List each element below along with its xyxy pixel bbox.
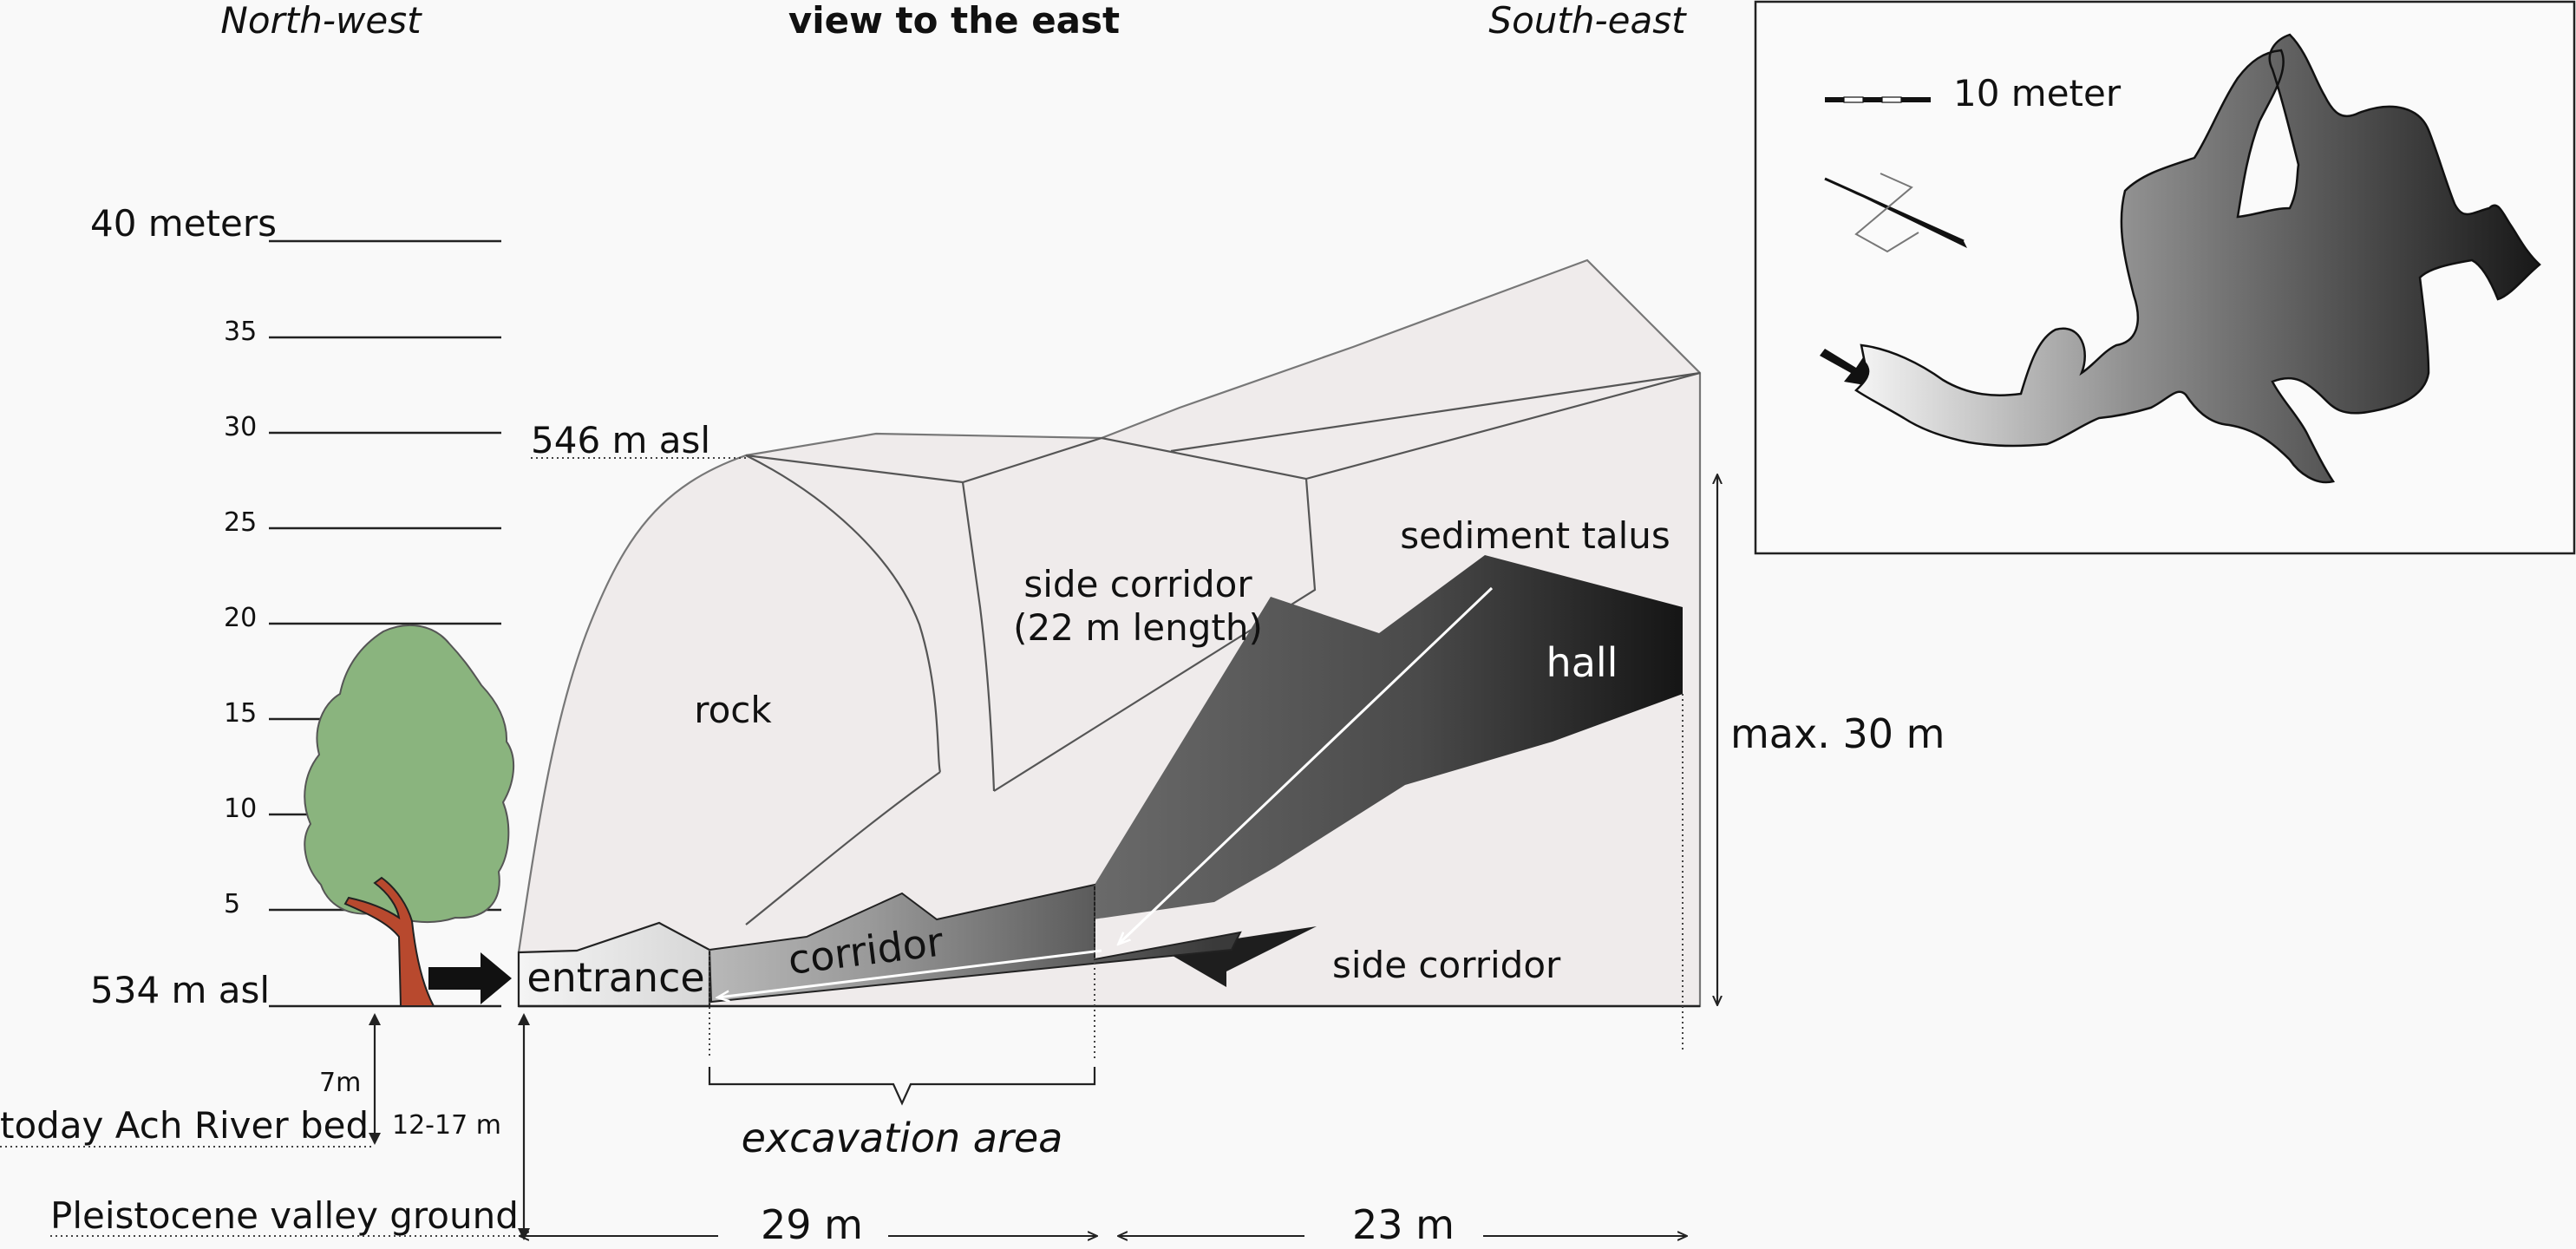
rock-profile — [517, 258, 1702, 1008]
scale-tick-10: 10 — [224, 794, 257, 824]
distance-23-label: 23 m — [1352, 1201, 1455, 1248]
hall-label: hall — [1546, 639, 1618, 686]
lower-side-corridor — [1162, 926, 1317, 987]
below-ground-annotations: 7m 12-17 m today Ach River bed Pleistoce… — [0, 1013, 1686, 1248]
entrance-label: entrance — [526, 954, 704, 1001]
height-scale: 40 meters 35 30 25 20 15 10 5 534 m asl — [90, 202, 501, 1011]
top-elevation-label: 546 m asl — [531, 419, 710, 461]
max-height-label: max. 30 m — [1730, 710, 1945, 757]
scale-tick-35: 35 — [224, 317, 257, 347]
north-arrow-icon — [1824, 173, 1967, 253]
tree-trunk — [343, 876, 435, 1007]
corridor-flow-arrow — [718, 949, 1102, 997]
view-title: view to the east — [788, 0, 1120, 42]
scale-tick-15: 15 — [224, 698, 257, 729]
cave-system — [517, 555, 1683, 1008]
rock-outline — [517, 258, 1702, 1008]
inset-scale-label: 10 meter — [1953, 72, 2122, 114]
scale-tick-30: 30 — [224, 412, 257, 442]
distance-29-label: 29 m — [761, 1201, 863, 1248]
scale-tick-25: 25 — [224, 507, 257, 538]
excavation-bracket — [708, 1067, 1096, 1106]
side-corridor-upper-label-2: (22 m length) — [1013, 606, 1263, 649]
direction-southeast: South-east — [1488, 0, 1687, 42]
side-corridor-lower-label: side corridor — [1332, 944, 1561, 986]
inset-entrance-arrow — [1820, 349, 1875, 387]
sediment-talus-label: sediment talus — [1400, 514, 1670, 557]
river-bed-label: today Ach River bed — [0, 1104, 369, 1147]
inset-scale-bar — [1825, 96, 1931, 103]
talus-flow-arrow — [1119, 586, 1494, 944]
tree-crown — [304, 624, 515, 923]
scale-tick-5: 5 — [224, 889, 240, 919]
cave-plan-shape — [1854, 33, 2541, 484]
direction-northwest: North-west — [220, 0, 422, 42]
scale-tick-20: 20 — [224, 603, 257, 633]
plan-map-inset: 10 meter — [1754, 0, 2576, 555]
river-offset-label: 7m — [319, 1068, 361, 1098]
excavation-label: excavation area — [742, 1115, 1063, 1161]
side-corridor-upper-label-1: side corridor — [1023, 563, 1252, 605]
valley-offset-label: 12-17 m — [392, 1110, 501, 1141]
valley-ground-label: Pleistocene valley ground — [50, 1194, 519, 1237]
rock-label: rock — [694, 689, 772, 731]
scale-base-label: 534 m asl — [90, 969, 270, 1011]
entrance-arrow — [428, 952, 512, 1004]
scale-top-label: 40 meters — [90, 202, 277, 245]
tree-illustration — [304, 624, 515, 1007]
